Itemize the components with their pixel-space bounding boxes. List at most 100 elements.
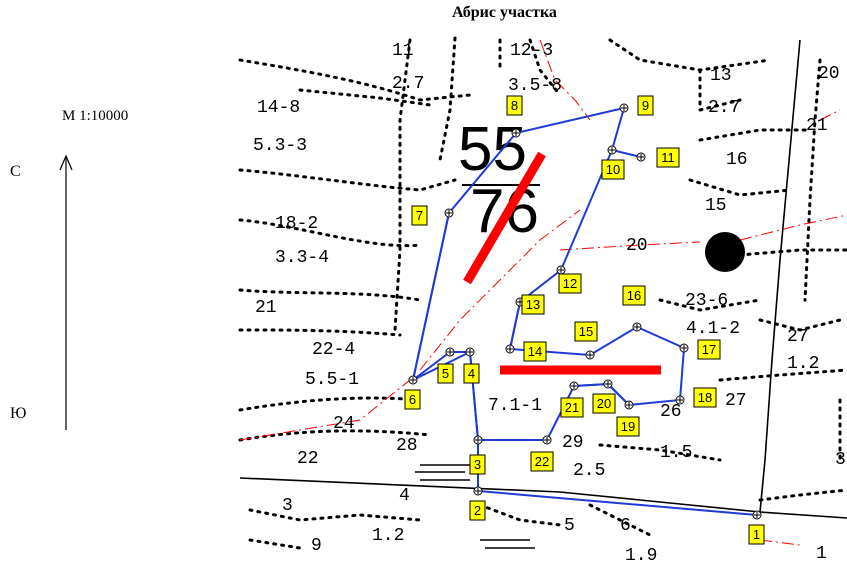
parcel-label: 1.5 bbox=[660, 443, 692, 463]
survey-point: 13 bbox=[515, 294, 545, 315]
survey-point-crosshair bbox=[475, 437, 481, 443]
survey-point-crosshair bbox=[410, 377, 416, 383]
survey-point-crosshair bbox=[513, 130, 519, 136]
boundary-segment bbox=[412, 212, 450, 381]
forest-boundaries bbox=[238, 36, 847, 550]
parcel-label: 27 bbox=[725, 391, 747, 411]
survey-point-crosshair bbox=[467, 349, 473, 355]
survey-point-label: 13 bbox=[526, 297, 540, 312]
survey-point-crosshair bbox=[446, 210, 452, 216]
survey-point-label-box bbox=[592, 393, 616, 414]
survey-point: 14 bbox=[505, 341, 547, 362]
parcel-label: 22 bbox=[297, 449, 319, 469]
parcel-boundary bbox=[411, 106, 758, 516]
survey-point-crosshair bbox=[447, 349, 453, 355]
parcel-label: 24 bbox=[333, 414, 355, 434]
parcel-label: 2.5 bbox=[573, 461, 605, 481]
parcel-label: 1.2 bbox=[372, 526, 404, 546]
survey-point-crosshair bbox=[681, 345, 687, 351]
road-lines bbox=[239, 39, 847, 549]
parcel-label: 4.1-2 bbox=[686, 319, 740, 339]
scale-label: М 1:10000 bbox=[62, 108, 129, 124]
survey-point-crosshair bbox=[587, 352, 593, 358]
parcel-label: 5.3-3 bbox=[253, 136, 307, 156]
survey-point-crosshair bbox=[571, 383, 577, 389]
survey-point: 12 bbox=[556, 265, 582, 294]
survey-point-crosshair bbox=[754, 512, 760, 518]
survey-point-label-box bbox=[523, 341, 547, 362]
parcel-label: 26 bbox=[660, 402, 682, 422]
survey-point-crosshair bbox=[626, 402, 632, 408]
survey-point-label: 14 bbox=[528, 344, 542, 359]
parcel-label: 1.2 bbox=[787, 354, 819, 374]
survey-point-label-box bbox=[404, 389, 421, 410]
parcel-label: 20 bbox=[626, 236, 648, 256]
parcel-label: 5.5-1 bbox=[305, 370, 359, 390]
north-arrow-icon bbox=[59, 154, 73, 430]
survey-point: 3 bbox=[469, 435, 486, 475]
survey-point: 7 bbox=[411, 205, 454, 226]
survey-point-label: 17 bbox=[702, 342, 716, 357]
survey-point: 1 bbox=[748, 510, 765, 545]
parcel-label: 22-4 bbox=[312, 340, 355, 360]
survey-point: 16 bbox=[622, 285, 646, 332]
survey-point-label: 2 bbox=[474, 503, 481, 518]
survey-point: 19 bbox=[616, 400, 640, 437]
survey-point-label: 4 bbox=[468, 366, 475, 381]
parcel-label: 16 bbox=[726, 150, 748, 170]
survey-point-crosshair bbox=[621, 105, 627, 111]
parcel-label: 3.5-8 bbox=[508, 76, 562, 96]
survey-point-label-box bbox=[560, 397, 584, 418]
survey-point: 6 bbox=[404, 375, 421, 410]
survey-point-label: 11 bbox=[661, 150, 675, 165]
survey-point-label-box bbox=[437, 363, 454, 384]
parcel-label: 21 bbox=[255, 298, 277, 318]
survey-point-label: 21 bbox=[565, 400, 579, 415]
survey-point-label-box bbox=[622, 285, 646, 306]
parcel-label: 28 bbox=[396, 436, 418, 456]
survey-point-label: 3 bbox=[474, 457, 481, 472]
parcel-label: 3 bbox=[282, 496, 293, 516]
survey-point-label-box bbox=[656, 147, 680, 168]
survey-point-label: 19 bbox=[621, 419, 635, 434]
survey-point-crosshair bbox=[677, 397, 683, 403]
survey-point: 8 bbox=[506, 95, 523, 138]
survey-point: 21 bbox=[560, 381, 584, 418]
north-label: С bbox=[10, 163, 21, 180]
survey-point-label: 20 bbox=[597, 396, 611, 411]
parcel-label: 2.7 bbox=[708, 98, 740, 118]
parcel-label: 6 bbox=[620, 516, 631, 536]
parcel-label: 2.7 bbox=[392, 74, 424, 94]
survey-point-label: 7 bbox=[416, 208, 423, 223]
parcel-label: 14-8 bbox=[257, 98, 300, 118]
survey-point: 17 bbox=[679, 339, 721, 360]
parcel-label: 5 bbox=[564, 516, 575, 536]
survey-point-label-box bbox=[601, 159, 625, 180]
boundary-segment bbox=[607, 383, 630, 406]
survey-point-label-box bbox=[558, 273, 582, 294]
survey-point-label-box bbox=[616, 416, 640, 437]
survey-point-label: 22 bbox=[535, 454, 549, 469]
south-label: Ю bbox=[10, 405, 27, 422]
survey-point-label-box bbox=[469, 454, 486, 475]
boundary-segment bbox=[573, 383, 609, 387]
survey-point: 10 bbox=[601, 145, 625, 180]
parcel-label: 7.1-1 bbox=[488, 396, 542, 416]
survey-point: 2 bbox=[469, 486, 486, 521]
parcel-label: 3.3-4 bbox=[275, 248, 329, 268]
parcel-label: 3 bbox=[835, 450, 846, 470]
survey-point-crosshair bbox=[605, 381, 611, 387]
survey-point-label: 18 bbox=[698, 390, 712, 405]
parcel-label: 1 bbox=[816, 544, 827, 561]
survey-point-crosshair bbox=[544, 437, 550, 443]
survey-point-label-box bbox=[693, 387, 717, 408]
survey-point: 11 bbox=[636, 147, 680, 168]
parcel-label: 11 bbox=[392, 41, 414, 61]
parcel-label: 21 bbox=[806, 116, 828, 136]
survey-point-label: 5 bbox=[442, 366, 449, 381]
parcel-label: 20 bbox=[818, 64, 840, 84]
survey-point-label-box bbox=[574, 321, 598, 342]
